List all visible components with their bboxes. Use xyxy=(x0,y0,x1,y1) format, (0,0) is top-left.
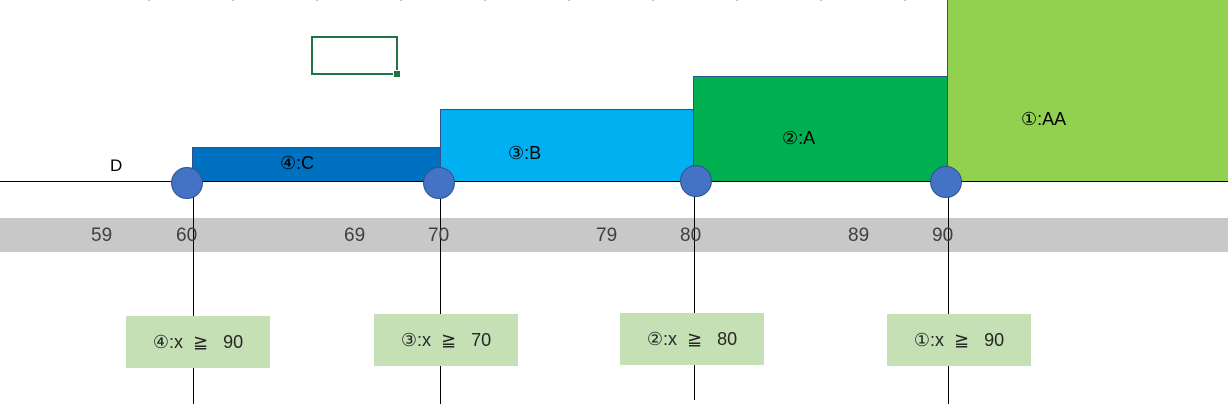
boundary-node-90[interactable] xyxy=(930,166,962,198)
gridline-mark xyxy=(400,0,402,1)
gridline-mark xyxy=(652,0,654,1)
tick-label: 70 xyxy=(428,225,450,246)
boundary-node-60[interactable] xyxy=(171,167,203,199)
tick-label: 60 xyxy=(176,225,198,246)
gridline-mark xyxy=(568,0,570,1)
fill-handle[interactable] xyxy=(393,70,401,78)
tick-label: 69 xyxy=(344,225,366,246)
grade-label-a: ②:A xyxy=(782,128,816,148)
grade-block-a xyxy=(693,76,949,182)
tick-label: 79 xyxy=(596,225,618,246)
tick-label: 59 xyxy=(91,225,113,246)
boundary-node-80[interactable] xyxy=(680,165,712,197)
tick-label: 89 xyxy=(848,225,870,246)
gridline-mark xyxy=(148,0,150,1)
grade-block-b xyxy=(440,109,696,182)
gridline-mark xyxy=(904,0,906,1)
condition-box-c: ④:x ≧ 90 xyxy=(126,316,270,368)
boundary-node-70[interactable] xyxy=(423,167,455,199)
grade-label-b: ③:B xyxy=(508,143,542,163)
grade-label-d: D xyxy=(110,156,123,175)
grade-block-c xyxy=(192,147,442,182)
grade-label-c: ④:C xyxy=(280,153,315,173)
gridline-mark xyxy=(820,0,822,1)
gridline-mark xyxy=(316,0,318,1)
connector-line-70 xyxy=(440,182,441,404)
tick-label: 90 xyxy=(932,225,954,246)
condition-box-a: ②:x ≧ 80 xyxy=(620,313,764,365)
condition-box-aa: ①:x ≧ 90 xyxy=(887,314,1031,366)
tick-label: 80 xyxy=(680,225,702,246)
gridline-mark xyxy=(484,0,486,1)
gridline-mark xyxy=(232,0,234,1)
number-line xyxy=(0,181,1228,182)
condition-box-b: ③:x ≧ 70 xyxy=(374,314,518,366)
grade-block-aa xyxy=(947,0,1228,182)
connector-line-60 xyxy=(193,182,194,404)
connector-line-80 xyxy=(694,182,695,400)
grade-label-aa: ①:AA xyxy=(1021,109,1067,129)
selected-cell[interactable] xyxy=(311,36,398,75)
gridline-mark xyxy=(736,0,738,1)
connector-line-90 xyxy=(948,182,949,404)
tick-band xyxy=(0,218,1228,252)
